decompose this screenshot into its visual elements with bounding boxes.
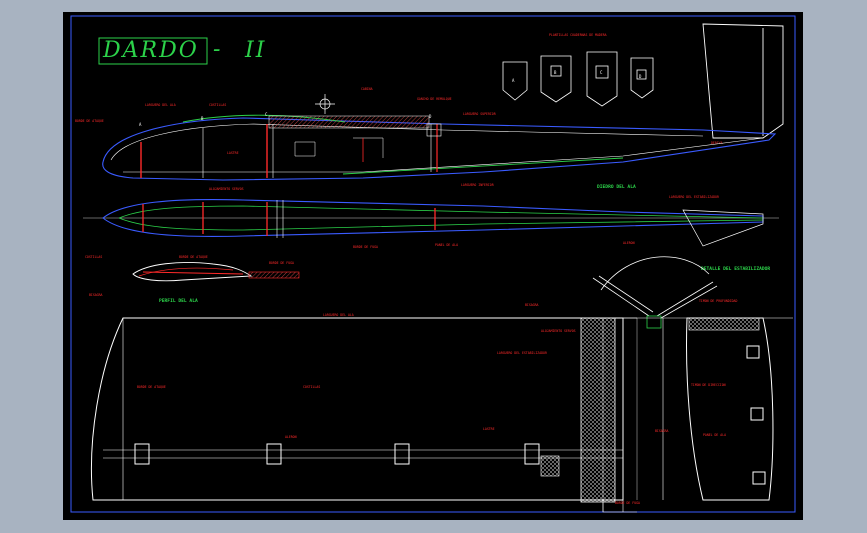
section-letter-c-side: C xyxy=(265,112,268,117)
wing-panel-plan xyxy=(91,317,637,513)
stab-spar-label: LARGUERO DEL ESTABILIZADOR xyxy=(669,195,719,199)
panel-left-label: BORDE DE ATAQUE xyxy=(137,385,166,389)
profile-note-right: BORDE DE FUGA xyxy=(269,261,294,265)
rudder-hinge-label: BISAGRA xyxy=(655,429,669,433)
wing-ribs-label-top: COSTILLAS xyxy=(209,103,226,107)
title-dash: - xyxy=(213,37,222,62)
wing-spar-label-top: LARGUERO DEL ALA xyxy=(145,103,176,107)
panel-note-3: LARGUERO DEL ESTABILIZADOR xyxy=(497,351,547,355)
section-letter-a-side: A xyxy=(139,122,142,127)
wing-profile-view xyxy=(132,262,300,282)
rudder-label: TIMON DE DIRECCION xyxy=(691,383,726,387)
frames-note: PLANTILLAS CUADERNAS DE MADERA xyxy=(549,33,607,37)
stabilizer-detail-title: DETALLE DEL ESTABILIZADOR xyxy=(701,266,770,272)
section-letter-b-side: B xyxy=(201,116,204,121)
fin-label: DERIVA xyxy=(711,141,723,145)
elevator-label: TIMON DE PROFUNDIDAD xyxy=(699,299,737,303)
fuselage-top-label: LARGUERO SUPERIOR xyxy=(463,112,496,116)
profile-note-bottom: BISAGRA xyxy=(89,293,103,297)
profile-note-left: COSTILLAS xyxy=(85,255,102,259)
servo-bay-label: ALOJAMIENTO SERVOS xyxy=(209,187,244,191)
section-letter-b: B xyxy=(554,70,557,75)
ballast-label: LASTRE xyxy=(227,151,239,155)
wing-panel-label: PANEL DE ALA xyxy=(435,243,458,247)
rudder-plan xyxy=(636,317,774,501)
wing-planform-view xyxy=(83,198,779,247)
title-suffix: II xyxy=(244,38,266,63)
drawing-border xyxy=(70,15,796,513)
panel-mid-label: COSTILLAS xyxy=(303,385,320,389)
section-letter-a: A xyxy=(512,78,515,83)
tow-hook-label: GANCHO DE REMOLQUE xyxy=(417,97,452,101)
panel-hatch-label: BISAGRA xyxy=(525,303,539,307)
rudder-panel-label: PANEL DE ALA xyxy=(703,433,726,437)
cad-viewport[interactable]: DARDO - II PLANTILLAS CUADERNAS DE MADER… xyxy=(63,12,803,520)
panel-note-5: BORDE DE FUGA xyxy=(615,501,640,505)
section-letter-d-side: D xyxy=(429,114,432,119)
drawing-title: DARDO xyxy=(102,38,199,63)
leading-edge-label: BORDE DE ATAQUE xyxy=(75,119,104,123)
panel-note-4: LASTRE xyxy=(483,427,495,431)
panel-top-label: LARGUERO DEL ALA xyxy=(323,313,354,317)
title-box xyxy=(98,37,208,65)
tail-fin xyxy=(702,23,784,139)
canopy-marker xyxy=(315,94,335,114)
trailing-edge-label: BORDE DE FUGA xyxy=(353,245,378,249)
fuselage-side-view xyxy=(102,114,777,181)
profile-note-top: BORDE DE ATAQUE xyxy=(179,255,208,259)
canopy-label: CABINA xyxy=(361,87,373,91)
fuselage-bottom-label: LARGUERO INFERIOR xyxy=(461,183,494,187)
section-letter-c: C xyxy=(600,70,603,75)
panel-note-2: ALOJAMIENTO SERVOS xyxy=(541,329,576,333)
section-letter-d: D xyxy=(639,74,642,79)
flap-label: ALERON xyxy=(623,241,635,245)
wing-profile-title: PERFIL DEL ALA xyxy=(159,298,198,304)
cad-drawing: DARDO - II PLANTILLAS CUADERNAS DE MADER… xyxy=(70,15,796,513)
wing-dihedral-title: DIEDRO DEL ALA xyxy=(597,184,636,190)
frame-templates xyxy=(502,51,654,107)
panel-lower-label: ALERON xyxy=(285,435,297,439)
